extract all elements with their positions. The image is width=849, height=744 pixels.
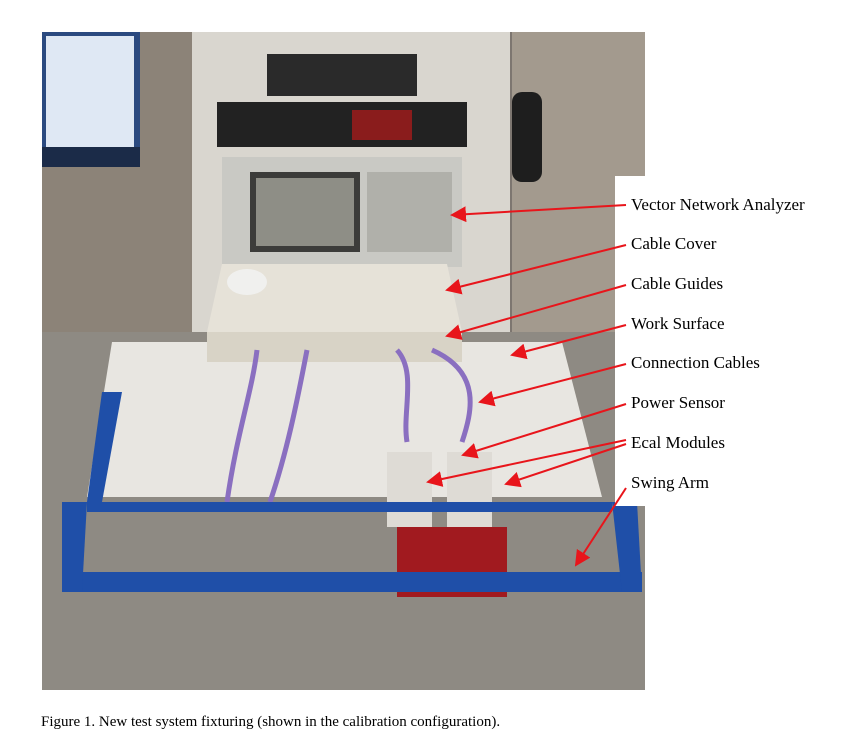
label-connection-cables: Connection Cables <box>631 353 760 372</box>
ecal-module <box>447 452 492 527</box>
cable-cover <box>207 264 462 332</box>
label-swing-arm: Swing Arm <box>631 473 709 492</box>
label-ecal-modules: Ecal Modules <box>631 433 725 452</box>
label-work-surface: Work Surface <box>631 314 725 333</box>
swing-arm <box>87 502 612 512</box>
label-cable-cover: Cable Cover <box>631 234 717 253</box>
label-cable-guides: Cable Guides <box>631 274 724 293</box>
work-surface <box>87 342 602 497</box>
label-panel: Vector Network Analyzer Cable Cover Cabl… <box>615 176 849 506</box>
ecal-module <box>387 452 432 527</box>
figure-caption: Figure 1. New test system fixturing (sho… <box>41 714 501 730</box>
label-power-sensor: Power Sensor <box>631 393 725 412</box>
label-vector-network-analyzer: Vector Network Analyzer <box>631 195 805 214</box>
test-system-photo <box>42 32 645 690</box>
